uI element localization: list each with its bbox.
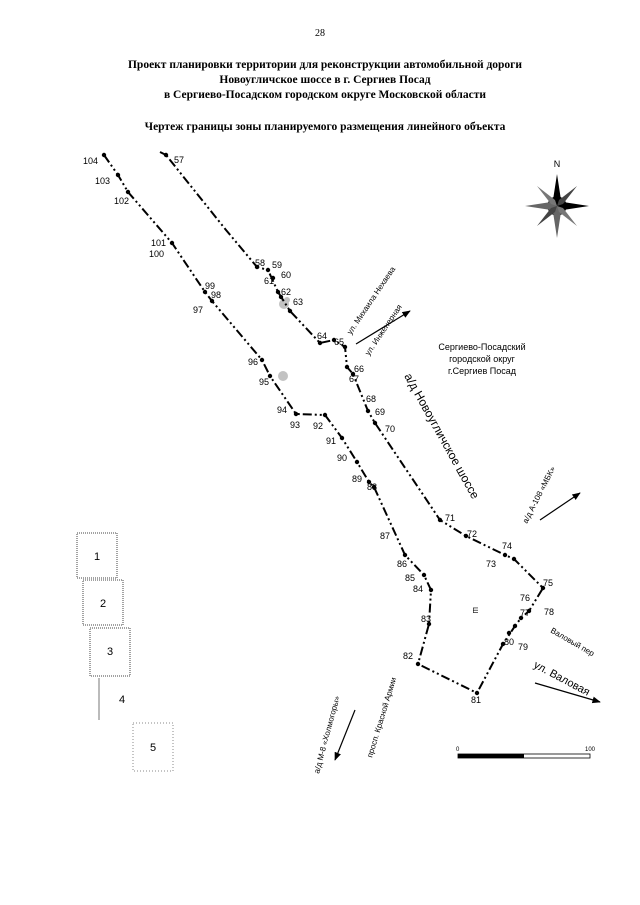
point-label: 90 [337,453,347,463]
point-label: 74 [502,541,512,551]
point-label: 81 [471,695,481,705]
district-label: Сергиево-Посадский городской округ г.Сер… [438,342,525,376]
point-label: 57 [174,155,184,165]
district-line-1: Сергиево-Посадский [438,342,525,352]
point-label: 95 [259,377,269,387]
point-label: 64 [317,331,327,341]
point-label: 100 [149,249,164,259]
point-label: 83 [421,614,431,624]
document-title: Проект планировки территории для реконст… [60,58,590,103]
scale-end: 100 [585,747,596,753]
point-label: 91 [326,436,336,446]
arrow-m8 [334,709,356,761]
point-label: 99 [205,281,215,291]
point-labels: 57 58 59 60 61 62 63 64 65 66 67 68 69 7… [83,155,554,705]
point-label: 77 [520,608,530,618]
label-a108: а/д А-108 «МБК» [521,465,558,525]
point-label: 82 [403,651,413,661]
north-compass-icon [525,174,589,238]
point-label: 73 [486,559,496,569]
page-number: 28 [315,28,325,39]
sheet-index: 1 2 3 4 5 [76,532,174,772]
point-label: 96 [248,357,258,367]
scale-bar: 0 100 [456,747,596,759]
sheet-label: 2 [100,598,106,610]
point-label: 60 [281,270,291,280]
title-line-1: Проект планировки территории для реконст… [127,59,523,71]
boundary-points [101,152,546,696]
point-label: 59 [272,260,282,270]
district-line-2: городской округ [449,354,516,364]
point-label: 62 [281,287,291,297]
point-label: 67 [349,374,359,384]
label-krasnoy-armii: просп. Красной Армии [365,676,398,758]
sheet-label: 3 [107,646,113,658]
point-label: 70 [385,424,395,434]
point-label: 69 [375,407,385,417]
point-label: 72 [467,529,477,539]
point-label: 65 [334,337,344,347]
district-line-3: г.Сергиев Посад [448,366,517,376]
title-line-2: Новоугличское шоссе в г. Сергиев Посад [219,74,431,86]
point-label: 89 [352,474,362,484]
point-label: 101 [151,238,166,248]
point-label: 98 [211,290,221,300]
label-valovaya: ул. Валовая [532,659,592,699]
point-label: 58 [255,258,265,268]
sheet-label: 4 [119,694,125,706]
point-label: 92 [313,421,323,431]
small-mark: Ш [471,607,478,613]
north-label: N [554,159,561,169]
scale-start: 0 [456,747,460,753]
arrow-nekhaeva [355,310,411,345]
point-label: 76 [520,593,530,603]
arrow-a108 [539,492,581,521]
point-label: 102 [114,196,129,206]
point-label: 66 [354,364,364,374]
title-line-3: в Сергиево-Посадском городском округе Мо… [163,89,487,101]
point-label: 84 [413,584,423,594]
point-label: 85 [405,573,415,583]
point-label: 71 [445,513,455,523]
point-label: 79 [518,642,528,652]
point-label: 103 [95,176,110,186]
point-label: 61 [264,276,274,286]
point-label: 86 [397,559,407,569]
point-label: 93 [290,420,300,430]
point-label: 75 [543,578,553,588]
label-m8: а/д М-8 «Холмогоры» [312,694,342,774]
point-label: 94 [277,405,287,415]
point-label: 63 [293,297,303,307]
drawing-subtitle: Чертеж границы зоны планируемого размеще… [144,121,506,133]
point-label: 97 [193,305,203,315]
road-arrows [334,310,601,761]
point-label: 68 [366,394,376,404]
point-label: 78 [544,607,554,617]
point-label: 104 [83,156,98,166]
arrow-valovaya [534,682,601,704]
point-label: 88 [367,482,377,492]
point-label: 87 [380,531,390,541]
sheet-label: 5 [150,742,156,754]
building-marks [278,297,290,381]
sheet-label: 1 [94,551,100,563]
point-label: 80 [504,637,514,647]
label-valovy-per: Валовый пер [549,626,596,659]
